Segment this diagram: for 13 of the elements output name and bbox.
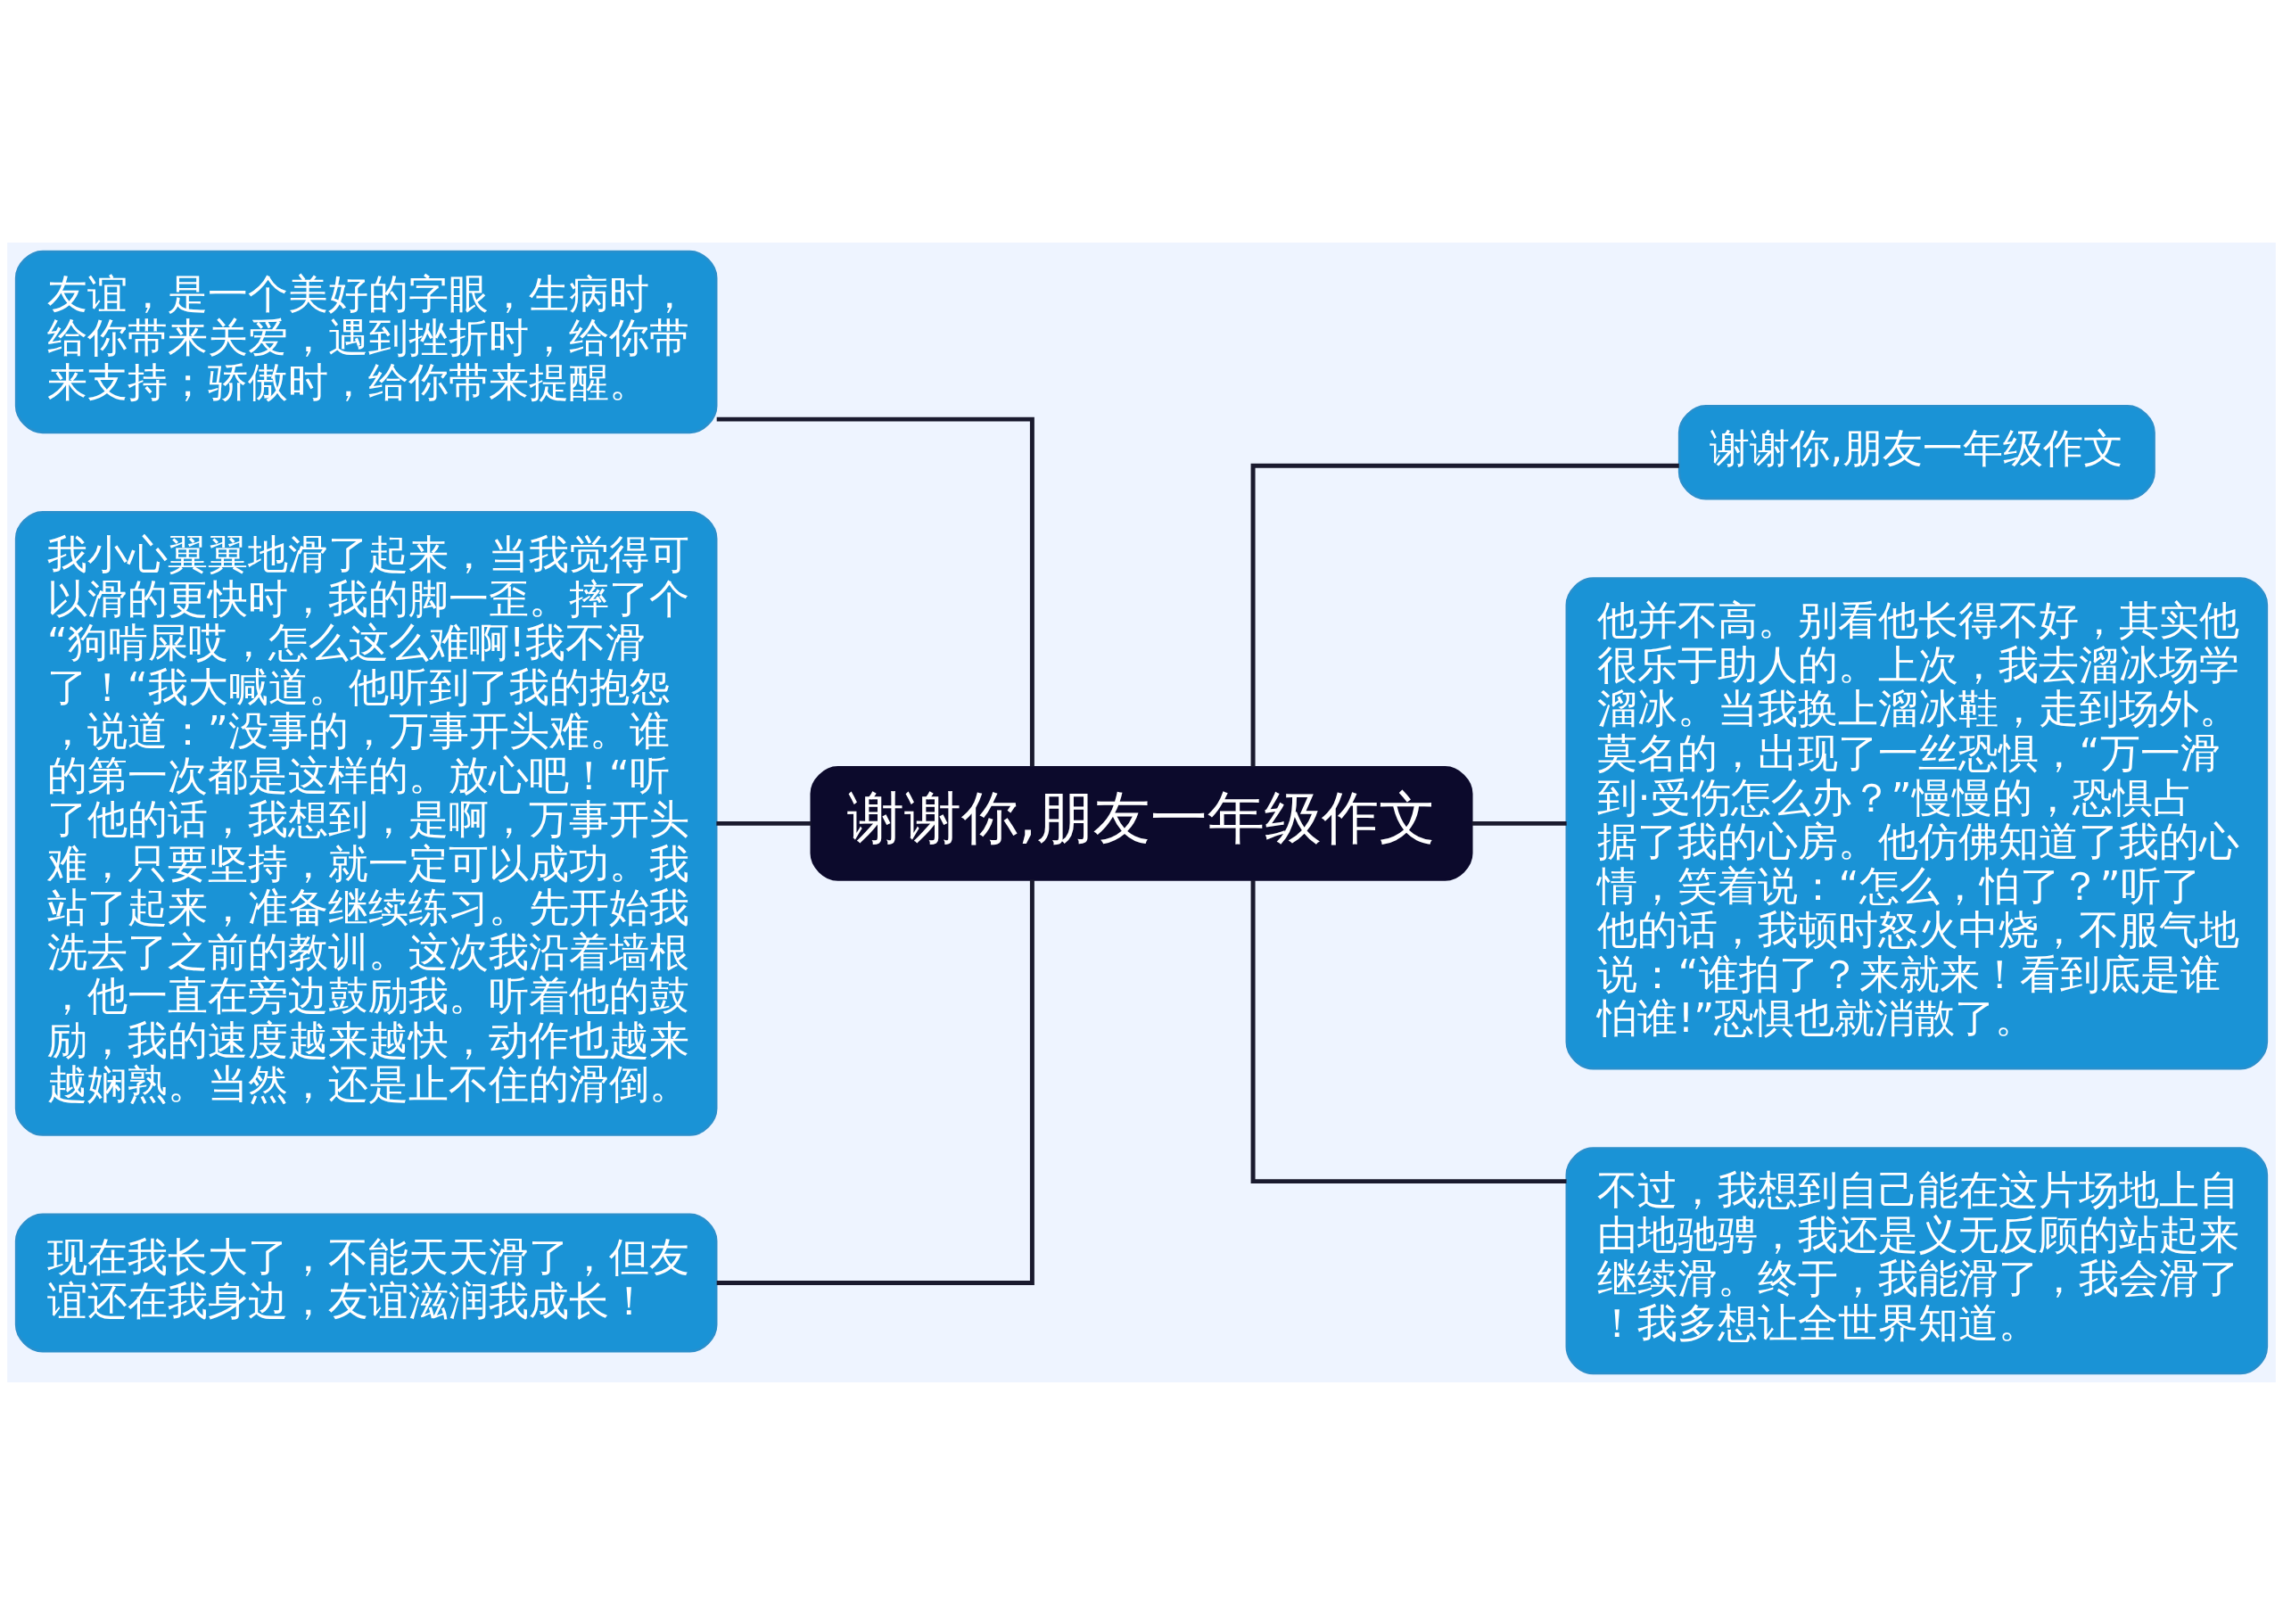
node-box: 友谊，是一个美好的字眼，生病时，给你带来关爱，遇到挫折时，给你带来支持；骄傲时，给你带来提醒。 bbox=[14, 250, 718, 433]
connector bbox=[716, 820, 812, 826]
node-box: 我小心翼翼地滑了起来，当我觉得可以滑的更快时，我的脚一歪。摔了个“狗啃屎哎，怎么这么难啊!我不滑了！“我大喊道。他听到了我的抱怨，说道：”没事的，万事开头难。谁的第一次都是这样的。放心吧！“听了他的话，我想到，是啊，万事开头难，只要坚持，就一定可以成功。我站了起来，准备继续练习。先开始我洗去了之前的教训。这次我沿着墙根，他一直在旁边鼓励我。听着他的鼓励，我的速度越来越快，动作也越来越娴熟。当然，还是止不住的滑倒。 bbox=[14, 510, 718, 1136]
node-box: 不过，我想到自己能在这片场地上自由地驰骋，我还是义无反顾的站起来继续滑。终于，我能滑了，我会滑了！我多想让全世界知道。 bbox=[1565, 1146, 2269, 1374]
connector bbox=[1250, 879, 1567, 1183]
connector bbox=[1250, 463, 1679, 767]
connector bbox=[716, 416, 1034, 766]
connector bbox=[716, 879, 1034, 1285]
connector bbox=[1471, 820, 1567, 826]
node-box: 现在我长大了，不能天天滑了，但友谊还在我身边，友谊滋润我成长！ bbox=[14, 1213, 718, 1353]
node-box: 谢谢你,朋友一年级作文 bbox=[1677, 404, 2155, 500]
node-box: 谢谢你,朋友一年级作文 bbox=[810, 765, 1473, 881]
node-box: 他并不高。别看他长得不好，其实他很乐于助人的。上次，我去溜冰场学溜冰。当我换上溜冰鞋，走到场外。莫名的，出现了一丝恐惧，“万一滑到·受伤怎么办？”慢慢的，恐惧占据了我的心房。他仿佛知道了我的心情，笑着说：“怎么，怕了？”听了他的话，我顿时怒火中烧，不服气地说：“谁拍了？来就来！看到底是谁怕谁!”恐惧也就消散了。 bbox=[1565, 576, 2269, 1070]
